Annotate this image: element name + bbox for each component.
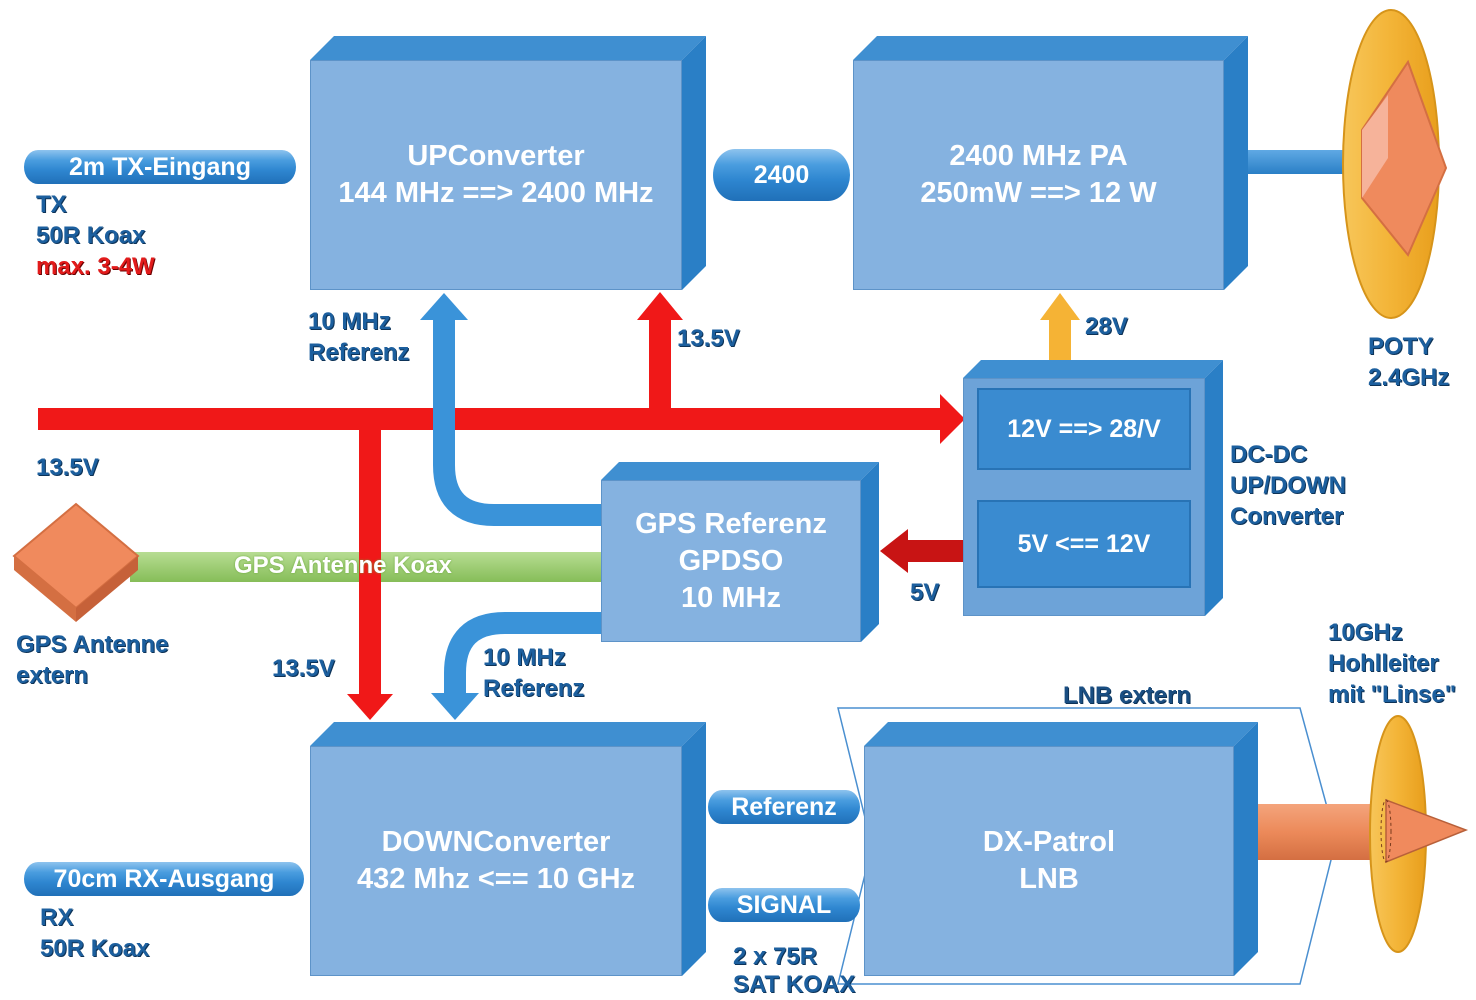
dcdc-label-line3: Converter — [1230, 503, 1344, 530]
signal-cable: SIGNAL — [708, 888, 860, 922]
poty-label-line1: POTY — [1368, 333, 1434, 360]
dcdc-label-line2: UP/DOWN — [1230, 472, 1346, 499]
rx-output-cable: 70cm RX-Ausgang — [24, 862, 304, 896]
power-bus-13-5v — [38, 394, 965, 444]
hohlleiter-label-line1: 10GHz — [1328, 619, 1403, 646]
gps-reference-title: GPS Referenz — [635, 507, 827, 540]
dcdc-converter-box: 12V ==> 28/V 5V <== 12V — [963, 360, 1223, 616]
v13-5-down-label: 13.5V — [272, 655, 335, 682]
gps-antenna-label-line2: extern — [16, 662, 89, 689]
gps-antenna — [12, 502, 140, 622]
arrow-5v — [880, 529, 967, 573]
reference-arrow-downconverter — [431, 612, 605, 720]
v13-5-main-label: 13.5V — [36, 454, 99, 481]
upconverter-box: UPConverter 144 MHz ==> 2400 MHz — [310, 36, 706, 290]
hohlleiter-label-line3: mit "Linse" — [1328, 681, 1457, 708]
reference-arrow-upconverter — [420, 293, 605, 526]
power-arrow-downconverter — [347, 418, 393, 720]
gps-reference-frequency: 10 MHz — [681, 581, 781, 614]
downconverter-spec: 432 Mhz <== 10 GHz — [356, 863, 636, 895]
tx-label: TX — [36, 191, 67, 218]
gps-antenna-coax-label: GPS Antenne Koax — [234, 552, 452, 579]
tx-coax-label: 50R Koax — [36, 222, 146, 249]
ref-10mhz-bottom-line2: Referenz — [483, 675, 585, 702]
dcdc-label-line1: DC-DC — [1230, 441, 1308, 468]
pa-spec: 250mW ==> 12 W — [920, 177, 1157, 209]
poty-label-line2: 2.4GHz — [1368, 364, 1450, 391]
dcdc-step-up: 12V ==> 28/V — [977, 388, 1191, 470]
tx-input-cable: 2m TX-Eingang — [24, 150, 296, 184]
ref-10mhz-top-line1: 10 MHz — [308, 308, 391, 335]
poty-antenna — [1342, 9, 1448, 319]
pa-title: 2400 MHz PA — [949, 140, 1128, 172]
upconverter-title: UPConverter — [407, 140, 585, 172]
sat-koax-label-line1: 2 x 75R — [733, 943, 818, 970]
link-2400-cable: 2400 — [713, 149, 850, 201]
v5-label: 5V — [910, 579, 940, 606]
rx-coax-label: 50R Koax — [40, 935, 150, 962]
downconverter-box: DOWNConverter 432 Mhz <== 10 GHz — [310, 722, 706, 976]
lnb-subtitle: LNB — [1019, 863, 1079, 895]
lnb-title: DX-Patrol — [982, 826, 1116, 858]
lnb-extern-label: LNB extern — [1063, 682, 1192, 709]
v28-label: 28V — [1085, 313, 1128, 340]
upconverter-spec: 144 MHz ==> 2400 MHz — [338, 177, 654, 209]
pa-box: 2400 MHz PA 250mW ==> 12 W — [853, 36, 1248, 290]
ref-10mhz-bottom-line1: 10 MHz — [483, 644, 566, 671]
lnb-box: DX-Patrol LNB — [864, 722, 1258, 976]
hohlleiter-label-line2: Hohlleiter — [1328, 650, 1439, 677]
v13-5-up-label: 13.5V — [677, 325, 740, 352]
gps-reference-type: GPDSO — [678, 544, 784, 577]
power-arrow-upconverter — [637, 292, 683, 410]
waveguide-horn-antenna — [1237, 715, 1469, 953]
sat-koax-label-line2: SAT KOAX — [733, 971, 856, 998]
pa-output-feed — [1244, 150, 1354, 174]
gps-reference-box: GPS Referenz GPDSO 10 MHz — [601, 462, 879, 642]
downconverter-title: DOWNConverter — [381, 826, 611, 858]
gps-antenna-label-line1: GPS Antenne — [16, 631, 169, 658]
ref-10mhz-top-line2: Referenz — [308, 339, 410, 366]
tx-power-label: max. 3-4W — [36, 253, 155, 280]
arrow-28v — [1040, 293, 1080, 363]
referenz-cable: Referenz — [708, 790, 860, 824]
rx-label: RX — [40, 904, 74, 931]
dcdc-step-down: 5V <== 12V — [977, 500, 1191, 588]
